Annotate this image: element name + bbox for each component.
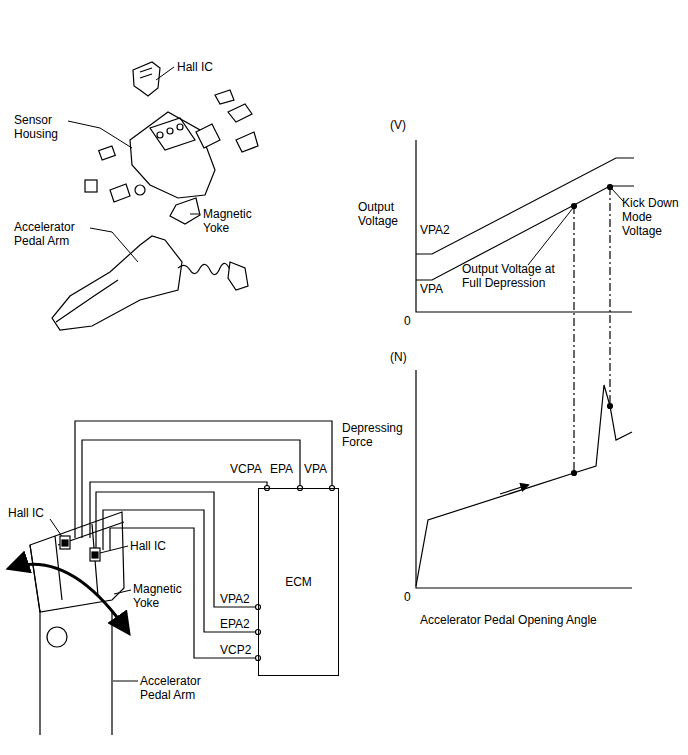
part-label: Magnetic Yoke bbox=[133, 582, 195, 610]
leader-lines bbox=[50, 67, 623, 681]
signal-name: VPA bbox=[420, 282, 443, 296]
pin-name: VCPA bbox=[230, 462, 262, 476]
exploded-view bbox=[52, 62, 258, 330]
axis-title: Depressing Force bbox=[342, 421, 410, 449]
part-label: Hall IC bbox=[177, 60, 213, 74]
axis-title: Accelerator Pedal Opening Angle bbox=[420, 613, 597, 627]
axis-unit: (N) bbox=[390, 350, 407, 364]
part-label: Accelerator Pedal Arm bbox=[140, 674, 220, 702]
graph-annotation: Kick Down Mode Voltage bbox=[622, 196, 686, 238]
pin-name: VCP2 bbox=[220, 643, 251, 657]
pin-name: EPA bbox=[270, 462, 293, 476]
sensor-schematic bbox=[10, 421, 335, 735]
axis-unit: (V) bbox=[390, 118, 406, 132]
pin-name: VPA bbox=[304, 462, 327, 476]
pin-name: EPA2 bbox=[220, 617, 250, 631]
signal-name: VPA2 bbox=[420, 223, 450, 237]
axis-origin: 0 bbox=[404, 590, 411, 604]
voltage-graph bbox=[416, 140, 634, 473]
force-graph bbox=[416, 370, 632, 588]
part-label: Hall IC bbox=[130, 539, 166, 553]
part-label: Accelerator Pedal Arm bbox=[14, 220, 90, 248]
axis-origin: 0 bbox=[404, 314, 411, 328]
box-title: ECM bbox=[285, 575, 312, 589]
part-label: Sensor Housing bbox=[14, 113, 69, 141]
graph-annotation: Output Voltage at Full Depression bbox=[462, 262, 572, 290]
pin-name: VPA2 bbox=[220, 592, 250, 606]
part-label: Hall IC bbox=[8, 506, 44, 520]
axis-title: Output Voltage bbox=[358, 200, 410, 228]
part-label: Magnetic Yoke bbox=[203, 207, 265, 235]
control-unit-box: ECM bbox=[258, 488, 339, 676]
